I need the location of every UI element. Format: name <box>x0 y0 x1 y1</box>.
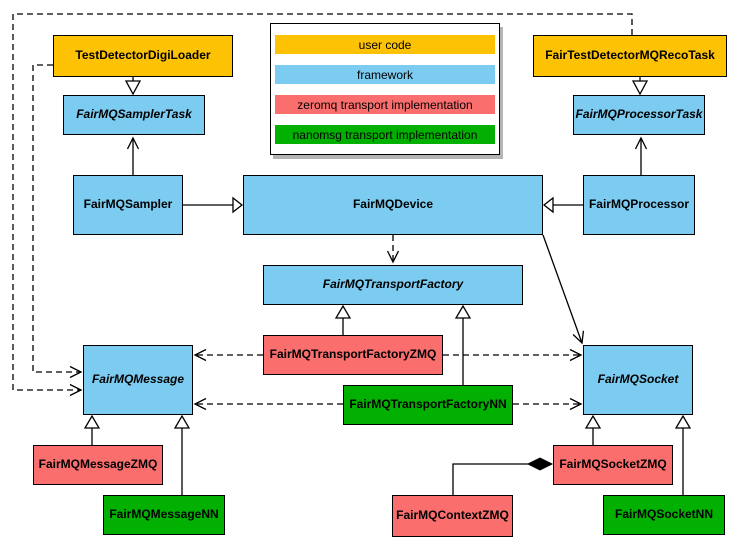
node-fairmqsocketnn: FairMQSocketNN <box>603 495 725 535</box>
node-fairtestdetectormqrecotask: FairTestDetectorMQRecoTask <box>533 35 727 77</box>
edge-transportfactorynn-transportfactory-inheritance <box>454 304 472 385</box>
edge-recotask-processortask-inheritance <box>631 77 649 96</box>
edge-messagenn-message-inheritance <box>173 414 191 495</box>
node-fairmqsocketzmq: FairMQSocketZMQ <box>553 445 673 485</box>
node-fairmqcontextzmq: FairMQContextZMQ <box>392 495 513 537</box>
node-fairmqsamplertask: FairMQSamplerTask <box>63 95 205 135</box>
node-fairmqdevice: FairMQDevice <box>243 175 543 235</box>
node-fairmqmessagezmq: FairMQMessageZMQ <box>33 445 163 485</box>
node-fairmqprocessor: FairMQProcessor <box>583 175 695 235</box>
node-fairmqtransportfactorynn: FairMQTransportFactoryNN <box>343 385 513 425</box>
node-testdetectordigiloader: TestDetectorDigiLoader <box>53 35 233 77</box>
edge-digiloader-message-dependency <box>32 64 83 379</box>
edge-processor-device-inheritance <box>542 196 583 214</box>
node-fairmqsampler: FairMQSampler <box>73 175 183 235</box>
edge-messagezmq-message-inheritance <box>83 414 101 445</box>
legend-item-zeromq: zeromq transport implementation <box>275 95 495 114</box>
edge-socketzmq-socket-inheritance <box>584 414 602 445</box>
node-fairmqtransportfactoryzmq: FairMQTransportFactoryZMQ <box>263 335 443 375</box>
legend-item-framework: framework <box>275 65 495 84</box>
node-fairmqsocket: FairMQSocket <box>583 345 693 415</box>
node-fairmqmessagenn: FairMQMessageNN <box>103 495 225 535</box>
legend-item-user-code: user code <box>275 35 495 54</box>
edge-sampler-device-inheritance <box>183 196 244 214</box>
node-fairmqmessage: FairMQMessage <box>83 345 193 415</box>
legend: user code framework zeromq transport imp… <box>270 23 500 155</box>
edge-transportfactoryzmq-transportfactory-inheritance <box>334 304 352 335</box>
edge-contextzmq-socketzmq-composition <box>452 457 554 495</box>
edge-digiloader-samplertask-inheritance <box>124 77 142 96</box>
node-fairmqprocessortask: FairMQProcessorTask <box>573 95 705 135</box>
node-fairmqtransportfactory: FairMQTransportFactory <box>263 265 523 305</box>
edge-device-socket-association <box>542 234 585 345</box>
edge-socketnn-socket-inheritance <box>674 414 692 495</box>
legend-item-nanomsg: nanomsg transport implementation <box>275 125 495 144</box>
edge-recotask-message-dependency <box>12 13 633 397</box>
